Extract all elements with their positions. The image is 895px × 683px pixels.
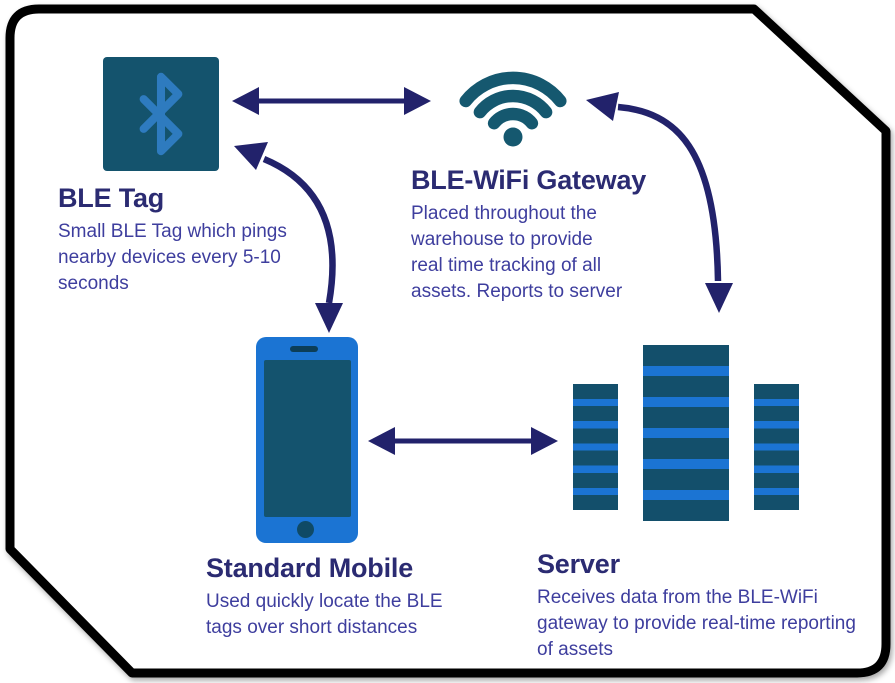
- arrow-gateway-server: [586, 92, 733, 313]
- arrow-bletag-gateway: [232, 87, 431, 115]
- server-tower-right: [744, 372, 809, 522]
- gateway-description: Placed throughout the warehouse to provi…: [411, 203, 623, 302]
- server-tower-center: [631, 331, 741, 535]
- mobile-title: Standard Mobile: [206, 553, 414, 583]
- phone-speaker: [290, 346, 318, 352]
- ble-tag-description: Small BLE Tag which pings nearby devices…: [58, 221, 287, 294]
- mobile-text-block: Standard Mobile Used quickly locate the …: [206, 551, 476, 641]
- smartphone-icon: [256, 337, 358, 543]
- gateway-title: BLE-WiFi Gateway: [411, 165, 647, 195]
- server-tower-left: [563, 372, 628, 522]
- arrow-bletag-mobile: [234, 142, 343, 333]
- phone-home-button: [297, 521, 314, 538]
- gateway-text-block: BLE-WiFi Gateway Placed throughout the w…: [411, 163, 651, 305]
- wifi-icon: [459, 71, 567, 147]
- server-text-block: Server Receives data from the BLE-WiFi g…: [537, 547, 887, 663]
- mobile-description: Used quickly locate the BLE tags over sh…: [206, 591, 443, 638]
- ble-tag-title: BLE Tag: [58, 183, 165, 213]
- server-title: Server: [537, 549, 620, 579]
- arrow-mobile-server: [368, 427, 558, 455]
- ble-tag-text-block: BLE Tag Small BLE Tag which pings nearby…: [58, 181, 308, 297]
- bluetooth-icon: [139, 72, 183, 156]
- server-description: Receives data from the BLE-WiFi gateway …: [537, 587, 856, 660]
- phone-screen: [264, 360, 351, 517]
- ble-tag-icon-box: [103, 57, 219, 171]
